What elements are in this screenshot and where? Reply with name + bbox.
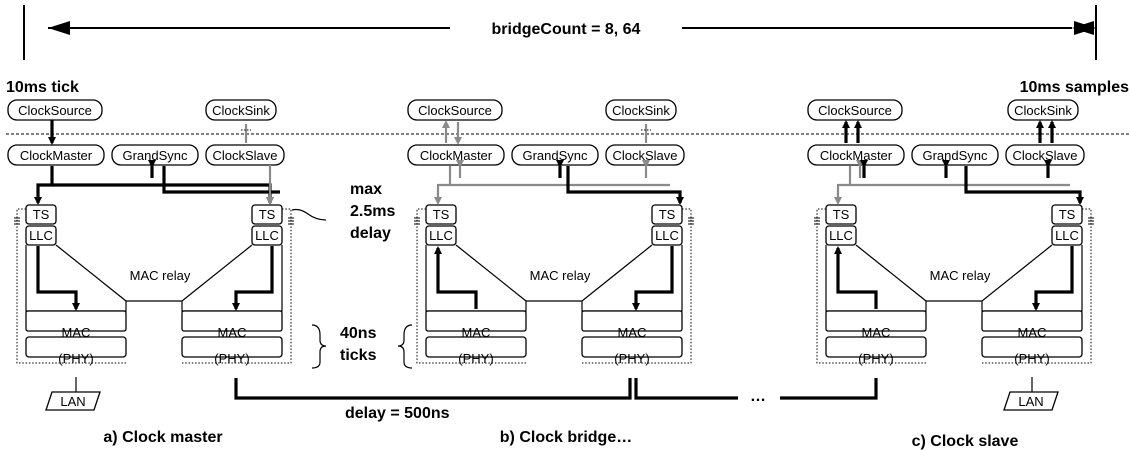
clock-slave-block xyxy=(205,144,285,166)
caption-clock-master: a) Clock master xyxy=(103,429,222,446)
llc-label: LLC xyxy=(29,228,53,243)
ticks-line1: 40ns xyxy=(340,325,377,342)
clock-master-station: ClockSource ClockSink ClockMaster GrandS… xyxy=(7,99,295,411)
ellipsis-label: … xyxy=(750,388,766,405)
mac-relay-label: MAC relay xyxy=(930,268,991,283)
phy-label: (PHY) xyxy=(214,351,249,366)
clock-slave-label: ClockSlave xyxy=(212,148,277,163)
lan-label: LAN xyxy=(60,394,85,409)
max-delay-line3: delay xyxy=(350,225,391,242)
clock-source-label: ClockSource xyxy=(18,103,92,118)
bridge-count-label: bridgeCount = 8, 64 xyxy=(492,21,641,38)
clock-slave-label: ClockSlave xyxy=(612,148,677,163)
grand-sync-label: GrandSync xyxy=(522,148,588,163)
ts-label: TS xyxy=(1059,207,1076,222)
caption-clock-slave: c) Clock slave xyxy=(912,433,1019,450)
clock-source-label: ClockSource xyxy=(418,103,492,118)
clock-sink-block xyxy=(205,99,277,121)
link-ellipsis-c xyxy=(780,378,878,400)
clock-master-block xyxy=(7,144,105,166)
clock-slave-station: ClockSource ClockSink ClockMaster GrandS… xyxy=(807,99,1095,411)
clock-slave-label: ClockSlave xyxy=(1012,148,1077,163)
phy-label: (PHY) xyxy=(458,351,493,366)
clock-master-label: ClockMaster xyxy=(820,148,893,163)
lan-label: LAN xyxy=(1018,394,1043,409)
ticks-line2: ticks xyxy=(340,347,377,364)
clock-source-block xyxy=(7,99,103,121)
mac-label: MAC xyxy=(462,325,491,340)
max-delay-line1: max xyxy=(350,181,382,198)
grand-sync-label: GrandSync xyxy=(922,148,988,163)
clock-bridge-station: ClockSource ClockSink ClockMaster GrandS… xyxy=(407,99,695,366)
max-delay-line2: 2.5ms xyxy=(350,203,395,220)
ts-label: TS xyxy=(259,207,276,222)
ts-label: TS xyxy=(433,207,450,222)
mac-relay-label: MAC relay xyxy=(530,268,591,283)
mac-label: MAC xyxy=(862,325,891,340)
clock-sink-label: ClockSink xyxy=(1014,103,1072,118)
caption-clock-bridge: b) Clock bridge… xyxy=(500,429,632,446)
link-delay-label: delay = 500ns xyxy=(345,405,450,422)
grand-sync-label: GrandSync xyxy=(122,148,188,163)
clock-sink-label: ClockSink xyxy=(612,103,670,118)
ts-label: TS xyxy=(33,207,50,222)
llc-label: LLC xyxy=(429,228,453,243)
ts-label: TS xyxy=(659,207,676,222)
samples-note: 10ms samples xyxy=(1020,79,1130,96)
phy-label: (PHY) xyxy=(58,351,93,366)
tick-note: 10ms tick xyxy=(6,79,79,96)
link-a-b xyxy=(234,378,632,400)
clock-sink-label: ClockSink xyxy=(212,103,270,118)
mac-relay-label: MAC relay xyxy=(130,268,191,283)
mac-label: MAC xyxy=(62,325,91,340)
phy-label: (PHY) xyxy=(614,351,649,366)
phy-label: (PHY) xyxy=(858,351,893,366)
phy-label: (PHY) xyxy=(1014,351,1049,366)
mac-label: MAC xyxy=(618,325,647,340)
ts-label: TS xyxy=(833,207,850,222)
mac-label: MAC xyxy=(1018,325,1047,340)
llc-label: LLC xyxy=(1055,228,1079,243)
llc-label: LLC xyxy=(829,228,853,243)
link-b-ellipsis xyxy=(634,378,738,400)
clock-master-label: ClockMaster xyxy=(20,148,93,163)
clock-source-label: ClockSource xyxy=(818,103,892,118)
mac-label: MAC xyxy=(218,325,247,340)
clock-master-label: ClockMaster xyxy=(420,148,493,163)
llc-label: LLC xyxy=(255,228,279,243)
llc-label: LLC xyxy=(655,228,679,243)
